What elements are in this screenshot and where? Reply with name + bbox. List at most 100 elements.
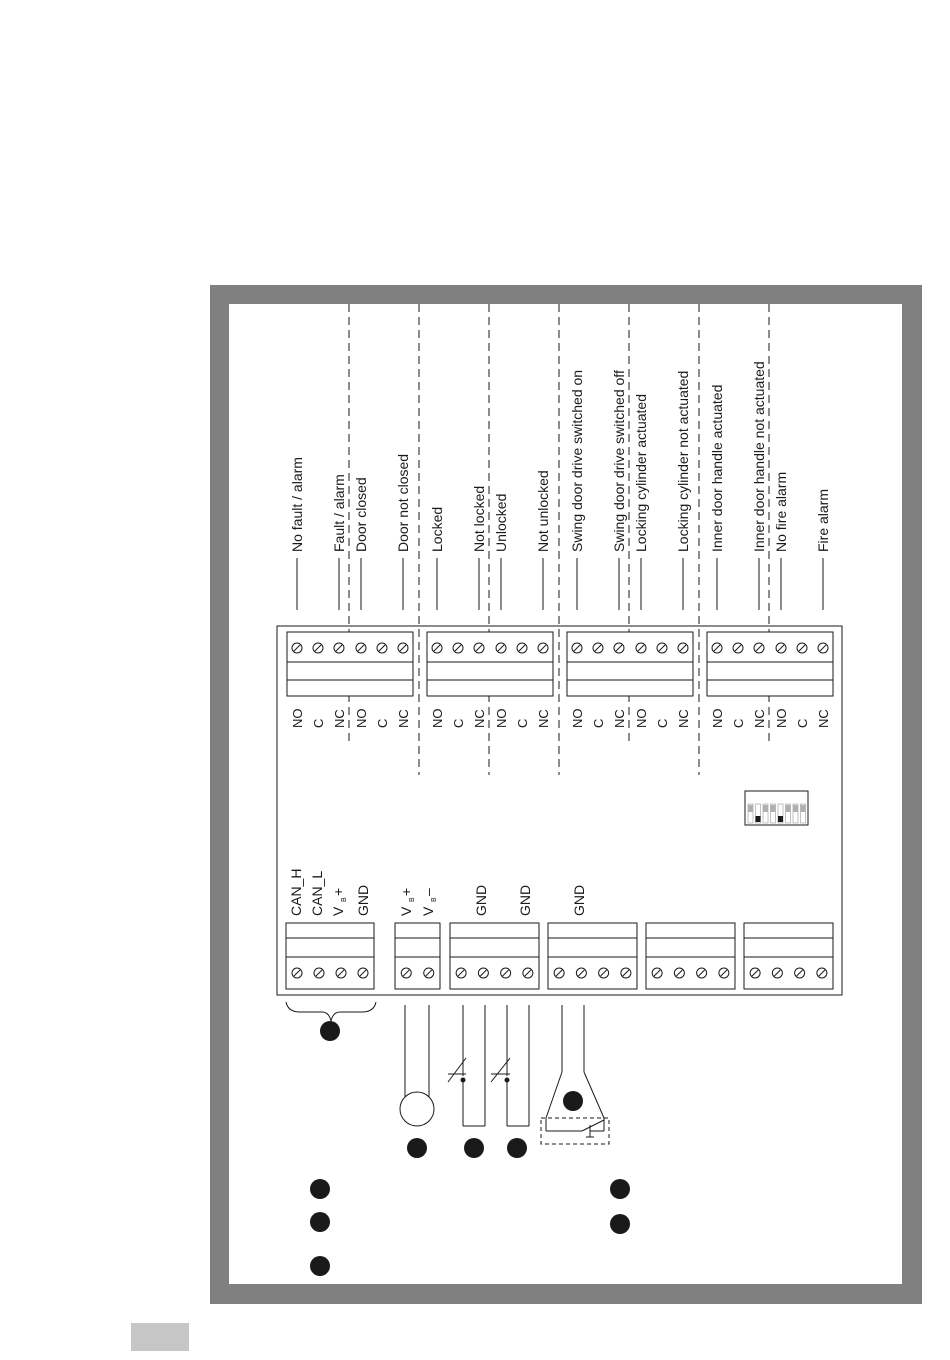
terminal-screw	[816, 967, 828, 979]
gnd-label: GND	[355, 885, 371, 916]
page-tab	[131, 1323, 189, 1351]
relay-block-body	[566, 631, 694, 697]
control-board	[276, 625, 843, 996]
input-block	[645, 922, 736, 990]
terminal-label-nc: NC	[536, 709, 551, 728]
relay-block	[706, 631, 834, 697]
relay-block-body	[286, 631, 414, 697]
terminal-label-no: NO	[570, 709, 585, 729]
input-block	[449, 922, 540, 990]
callout-marker	[310, 1179, 330, 1199]
terminal-screw	[794, 967, 806, 979]
terminal-screw	[291, 642, 303, 654]
switch-lever	[490, 1057, 511, 1083]
input-block-body	[449, 922, 540, 990]
terminal-screw	[452, 642, 464, 654]
terminal-screw	[500, 967, 512, 979]
dip-lever-off	[770, 805, 776, 812]
minus-label: –	[420, 888, 436, 896]
terminal-screw	[355, 642, 367, 654]
dip-lever-off	[748, 805, 753, 812]
terminal-label-no: NO	[774, 709, 789, 729]
terminal-screw	[313, 967, 325, 979]
terminal-label-c: C	[451, 719, 466, 728]
relay-output-label: Locking cylinder actuated	[633, 394, 649, 552]
terminal-screw	[431, 642, 443, 654]
callout-marker	[407, 1138, 427, 1158]
vb-minus-label: V	[420, 906, 436, 916]
terminal-label-no: NO	[634, 709, 649, 729]
terminal-screw	[455, 967, 467, 979]
dip-lever-off	[785, 805, 791, 812]
relay-output-label: Inner door handle actuated	[709, 385, 725, 552]
gnd-label: GND	[473, 885, 489, 916]
relay-output-label: Door closed	[353, 477, 369, 552]
terminal-screw	[696, 967, 708, 979]
terminal-label-c: C	[655, 719, 670, 728]
dip-lever-off	[800, 805, 806, 812]
terminal-label-no: NO	[710, 709, 725, 729]
terminal-screw	[771, 967, 783, 979]
terminal-screw	[397, 642, 409, 654]
plus-label: +	[330, 888, 346, 896]
relay-output-label: Door not closed	[395, 454, 411, 552]
relay-output-label: Locked	[429, 507, 445, 552]
relay-output-label: Not unlocked	[535, 470, 551, 552]
dip-slot	[777, 803, 784, 824]
vb-label: V	[330, 906, 346, 916]
relay-block-body	[706, 631, 834, 697]
dip-lever-on	[778, 816, 783, 822]
terminal-label-c: C	[515, 719, 530, 728]
terminal-label-c: C	[795, 719, 810, 728]
group-separators	[348, 304, 770, 775]
vb-subscript: B	[341, 897, 348, 902]
switch-lever	[447, 1057, 467, 1083]
terminal-label-nc: NC	[752, 709, 767, 728]
terminal-screw	[718, 967, 730, 979]
terminal-screw	[677, 642, 689, 654]
input-block	[743, 922, 834, 990]
terminal-screw	[291, 967, 303, 979]
terminal-screw	[516, 642, 528, 654]
terminal-label-nc: NC	[332, 709, 347, 728]
vb-subscript: B	[409, 897, 416, 902]
terminal-screw	[477, 967, 489, 979]
vb-subscript: B	[431, 897, 438, 902]
gnd-label: GND	[517, 885, 533, 916]
dip-slot	[792, 803, 799, 824]
dip-lever-off	[763, 805, 768, 812]
relay-block-body	[426, 631, 554, 697]
input-block-body	[285, 922, 375, 990]
relay-output-label: Not locked	[471, 486, 487, 552]
terminal-screw	[423, 967, 435, 979]
terminal-screw	[635, 642, 647, 654]
callout-marker	[320, 1021, 340, 1041]
terminal-label-nc: NC	[612, 709, 627, 728]
terminal-screw	[620, 967, 632, 979]
input-block	[547, 922, 638, 990]
relay-block	[426, 631, 554, 697]
switch-contact	[460, 1077, 466, 1083]
terminal-label-no: NO	[290, 709, 305, 729]
relay-output-label: Swing door drive switched on	[569, 370, 585, 552]
terminal-screw	[817, 642, 829, 654]
callout-marker	[563, 1091, 583, 1111]
callout-marker	[610, 1179, 630, 1199]
terminal-screw	[673, 967, 685, 979]
dip-lever-on	[755, 816, 761, 822]
terminal-label-nc: NC	[472, 709, 487, 728]
dip-slot	[747, 803, 754, 824]
terminal-label-nc: NC	[676, 709, 691, 728]
gnd-label: GND	[571, 885, 587, 916]
callout-marker	[507, 1138, 527, 1158]
terminal-label-no: NO	[494, 709, 509, 729]
terminal-screw	[400, 967, 412, 979]
terminal-label-c: C	[591, 719, 606, 728]
relay-terminal-blocks	[286, 631, 834, 697]
dip-switch-body	[744, 790, 809, 826]
dip-slot	[762, 803, 769, 824]
dip-slot	[755, 803, 761, 824]
relay-output-label: Unlocked	[493, 494, 509, 552]
